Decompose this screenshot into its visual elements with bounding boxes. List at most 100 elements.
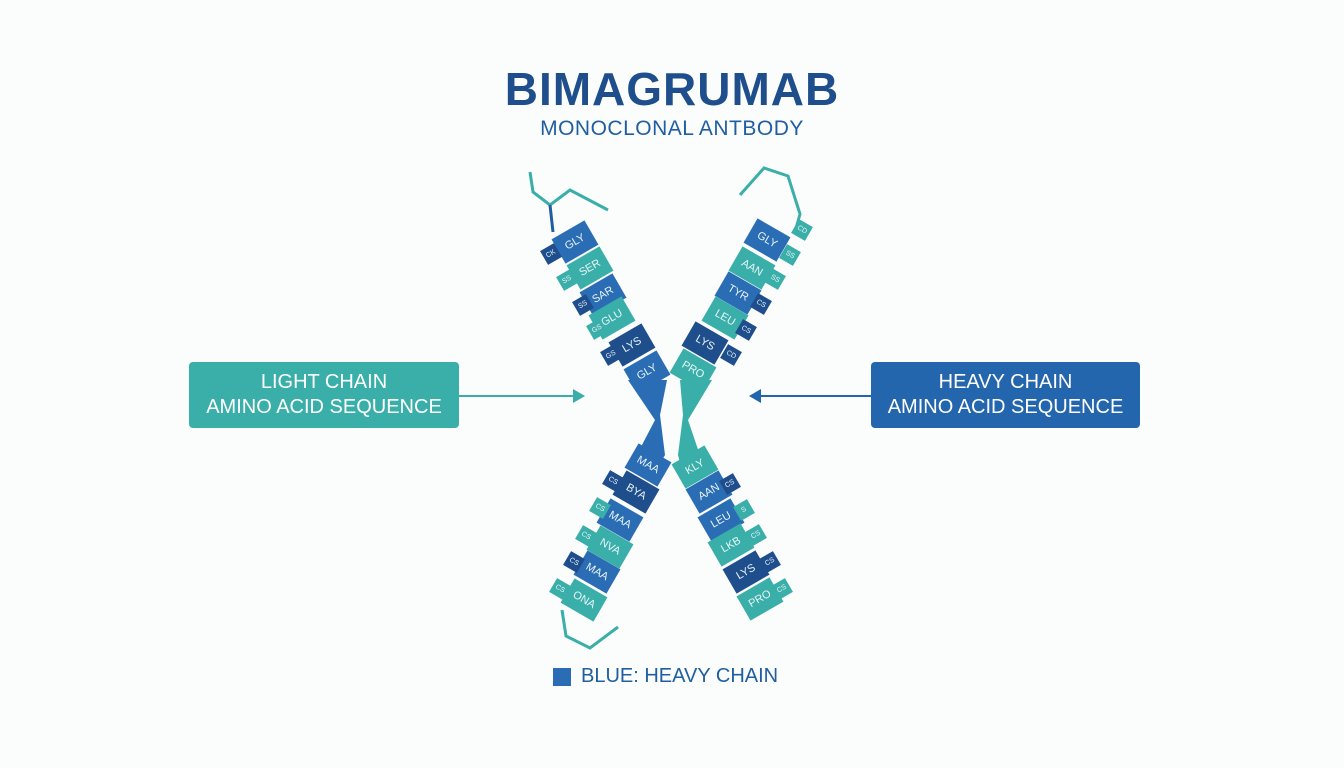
upper-right-small-residue-label: CD [725,349,737,360]
lower-right-small-residue: S [733,499,755,521]
upper-right-small-residue-label: SS [784,250,796,261]
upper-left-small-residue-label: GS [605,349,618,360]
upper-right-residue: AAN [728,246,776,290]
upper-left-residue: GLY [623,350,671,394]
upper-right-small-residue: CS [735,319,757,341]
heavy-chain-label-line2: AMINO ACID SEQUENCE [887,396,1124,418]
legend-label: BLUE: HEAVY CHAIN [581,665,779,687]
lower-right-residue: LEU [697,498,745,542]
lower-left-small-residue-box [602,470,624,492]
lower-left-small-residue-label: CS [580,531,592,542]
lower-right-small-residue: CS [759,551,781,573]
upper-left-small-residue-label: GS [591,323,604,334]
lower-right-small-residue-label: CS [724,478,736,489]
upper-right-small-residue-label: CD [796,224,808,235]
upper-right-tail [738,166,802,233]
lower-left-residue: MAA [624,443,672,487]
upper-right-residue-box [728,246,776,290]
upper-right-residue: GLY [743,218,791,262]
lower-left-residue-box [560,578,608,622]
lower-right-small-residue-label: CS [776,583,788,594]
lower-left-residue: ONA [560,578,608,622]
light-chain-label-line1: LIGHT CHAIN [260,371,388,393]
lower-right-small-residue: CS [745,524,767,546]
upper-right-residue: LYS [681,321,729,365]
lower-right-small-residue-label: S [740,506,748,515]
upper-right-small-residue-label: SS [769,274,781,285]
light-chain-callout: LIGHT CHAIN AMINO ACID SEQUENCE [189,362,459,428]
upper-right-small-residue-box [720,344,742,366]
upper-left-residue: SER [566,246,614,290]
upper-left-small-residue-box [540,243,562,265]
upper-right-small-residue-box [750,293,772,315]
lower-right-small-residue: CS [771,578,793,600]
upper-left-small-residue: GS [586,318,608,340]
upper-right-small-residue-box [779,244,801,266]
lower-right-small-residue: CS [719,473,741,495]
upper-right-residue-box [743,218,791,262]
upper-left-small-residue-label: CK [545,248,557,259]
upper-right-small-residue-box [791,219,813,241]
upper-right-residue: PRO [669,348,717,392]
upper-right-residue-box [681,321,729,365]
upper-right-residue-box [714,271,762,315]
lower-left-small-residue-box [589,497,611,519]
lower-left-residue-box [612,470,660,514]
upper-right-small-residue: SS [764,268,786,290]
upper-left-residue: GLY [551,220,599,264]
lower-left-small-residue-box [575,525,597,547]
lower-left-residue-box [586,525,634,569]
lower-right-residue-box [697,498,745,542]
diagram-title: BIMAGRUMAB [504,63,840,115]
upper-right-small-residue-label: CS [740,325,752,336]
upper-right-residue: LEU [701,296,749,340]
upper-right-small-residue: CD [791,219,813,241]
lower-right-small-residue-box [719,473,741,495]
upper-left-small-residue: GS [600,344,622,366]
upper-right-residue-box [669,348,717,392]
lower-left-small-residue: CS [602,470,624,492]
upper-right-residue: TYR [714,271,762,315]
lower-left-residue: NVA [586,525,634,569]
upper-left-small-residue-box [556,269,578,291]
light-chain-label-line2: AMINO ACID SEQUENCE [206,396,442,418]
upper-left-small-residue-box [572,294,594,316]
lower-right-residue-box [707,523,755,567]
lower-left-small-residue-label: CS [607,476,619,487]
lower-left-small-residue-box [563,551,585,573]
lower-right-small-residue-label: CS [750,529,762,540]
upper-right-small-residue-box [764,268,786,290]
heavy-chain-callout: HEAVY CHAIN AMINO ACID SEQUENCE [871,362,1140,428]
upper-left-residue-box [566,246,614,290]
lower-right-residue: KLY [671,445,719,489]
upper-left-small-residue-label: SS [561,274,573,285]
upper-left-tail-stem [548,204,555,233]
lower-left-small-residue: CS [589,497,611,519]
upper-left-small-residue-label: SS [577,299,589,310]
upper-right-small-residue: CD [720,344,742,366]
lower-right-residue: LYS [722,550,770,594]
heavy-chain-label-line1: HEAVY CHAIN [938,371,1073,393]
light-chain-arrowhead [573,389,585,403]
upper-right-small-residue: SS [779,244,801,266]
lower-left-residue-box [573,550,621,594]
upper-left-small-residue-box [600,344,622,366]
upper-left-small-residue-box [586,318,608,340]
lower-left-small-residue: CS [575,525,597,547]
diagram-subtitle: MONOCLONAL ANTBODY [540,117,804,140]
lower-left-residue: BYA [612,470,660,514]
legend: BLUE: HEAVY CHAIN [553,665,778,688]
upper-left-small-residue: CK [540,243,562,265]
upper-left-residue-box [551,220,599,264]
legend-swatch-blue [553,667,571,686]
lower-left-small-residue-label: CS [594,503,606,514]
lower-right-small-residue-box [745,524,767,546]
lower-left-small-residue-label: CS [554,584,566,595]
lower-right-residue-box [671,445,719,489]
upper-right-small-residue-box [735,319,757,341]
lower-right-small-residue-box [759,551,781,573]
upper-left-residue-box [623,350,671,394]
lower-left-residue-box [624,443,672,487]
lower-right-residue-box [736,577,784,621]
lower-left-small-residue: CS [549,578,571,600]
